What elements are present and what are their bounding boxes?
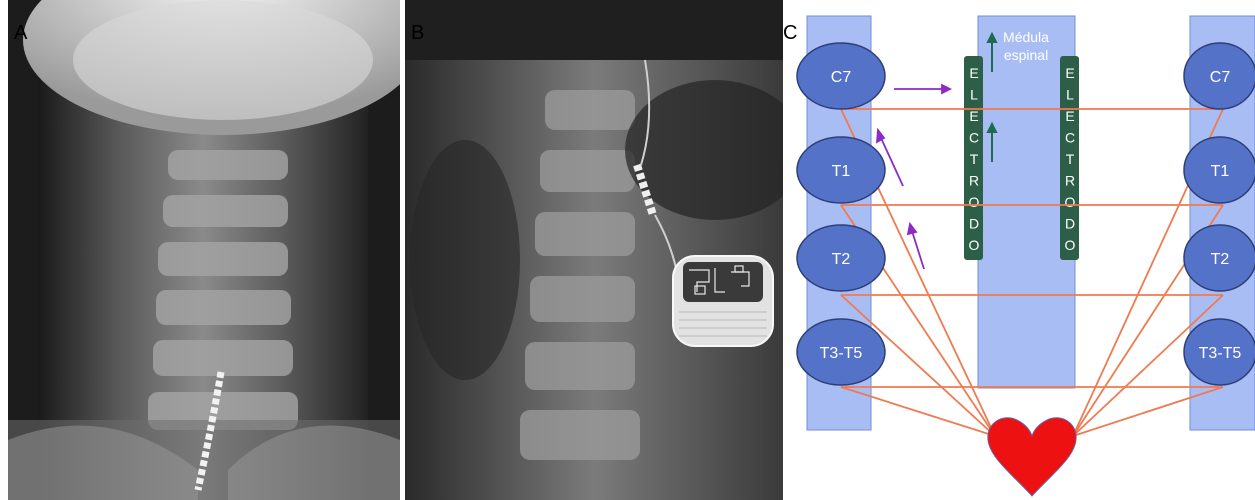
right-vertebra-label: T1 [1211, 163, 1230, 180]
right-electrode-letter: E [1065, 65, 1074, 81]
left-electrode-letter: L [970, 87, 978, 103]
panel-c-label: C [783, 22, 797, 45]
left-electrode-letter: O [969, 237, 980, 253]
right-vertebra-label: T3-T5 [1199, 345, 1242, 362]
left-electrode-letter: C [969, 130, 979, 146]
abdominal-xray-image [405, 0, 783, 500]
left-electrode-letter: O [969, 194, 980, 210]
left-vertebra-label: C7 [831, 69, 852, 86]
right-electrode-letter: O [1065, 194, 1076, 210]
left-vertebra-label: T2 [832, 251, 851, 268]
spinal-cord-label-line2: espinal [1004, 47, 1048, 63]
right-vertebra-label: T2 [1211, 251, 1230, 268]
right-electrode-letter: E [1065, 108, 1074, 124]
right-electrode-letter: T [1066, 151, 1075, 167]
left-vertebra-label: T1 [832, 163, 851, 180]
left-vertebra-label: T3-T5 [820, 345, 863, 362]
spinal-cord-label-line1: Médula [1003, 29, 1049, 45]
right-vertebra-label: C7 [1210, 69, 1231, 86]
right-electrode-letter: O [1065, 237, 1076, 253]
purple-arrows [877, 85, 950, 269]
right-electrode-letter: R [1065, 173, 1075, 189]
panel-b-label: B [411, 22, 424, 45]
left-electrode-letter: T [970, 151, 979, 167]
xray-panel-a: A [8, 0, 400, 500]
right-electrode-letter: L [1066, 87, 1074, 103]
right-electrode-letter: C [1065, 130, 1075, 146]
left-electrode-letter: R [969, 173, 979, 189]
xray-panel-b: B [405, 0, 783, 500]
left-electrode-letter: E [969, 108, 978, 124]
left-electrode-letter: E [969, 65, 978, 81]
panel-a-label: A [14, 22, 27, 45]
heart-icon [988, 418, 1076, 496]
pulse-generator-device [673, 256, 773, 346]
right-electrode-letter: D [1065, 216, 1075, 232]
cervical-xray-image [8, 0, 400, 500]
left-electrode-letter: D [969, 216, 979, 232]
